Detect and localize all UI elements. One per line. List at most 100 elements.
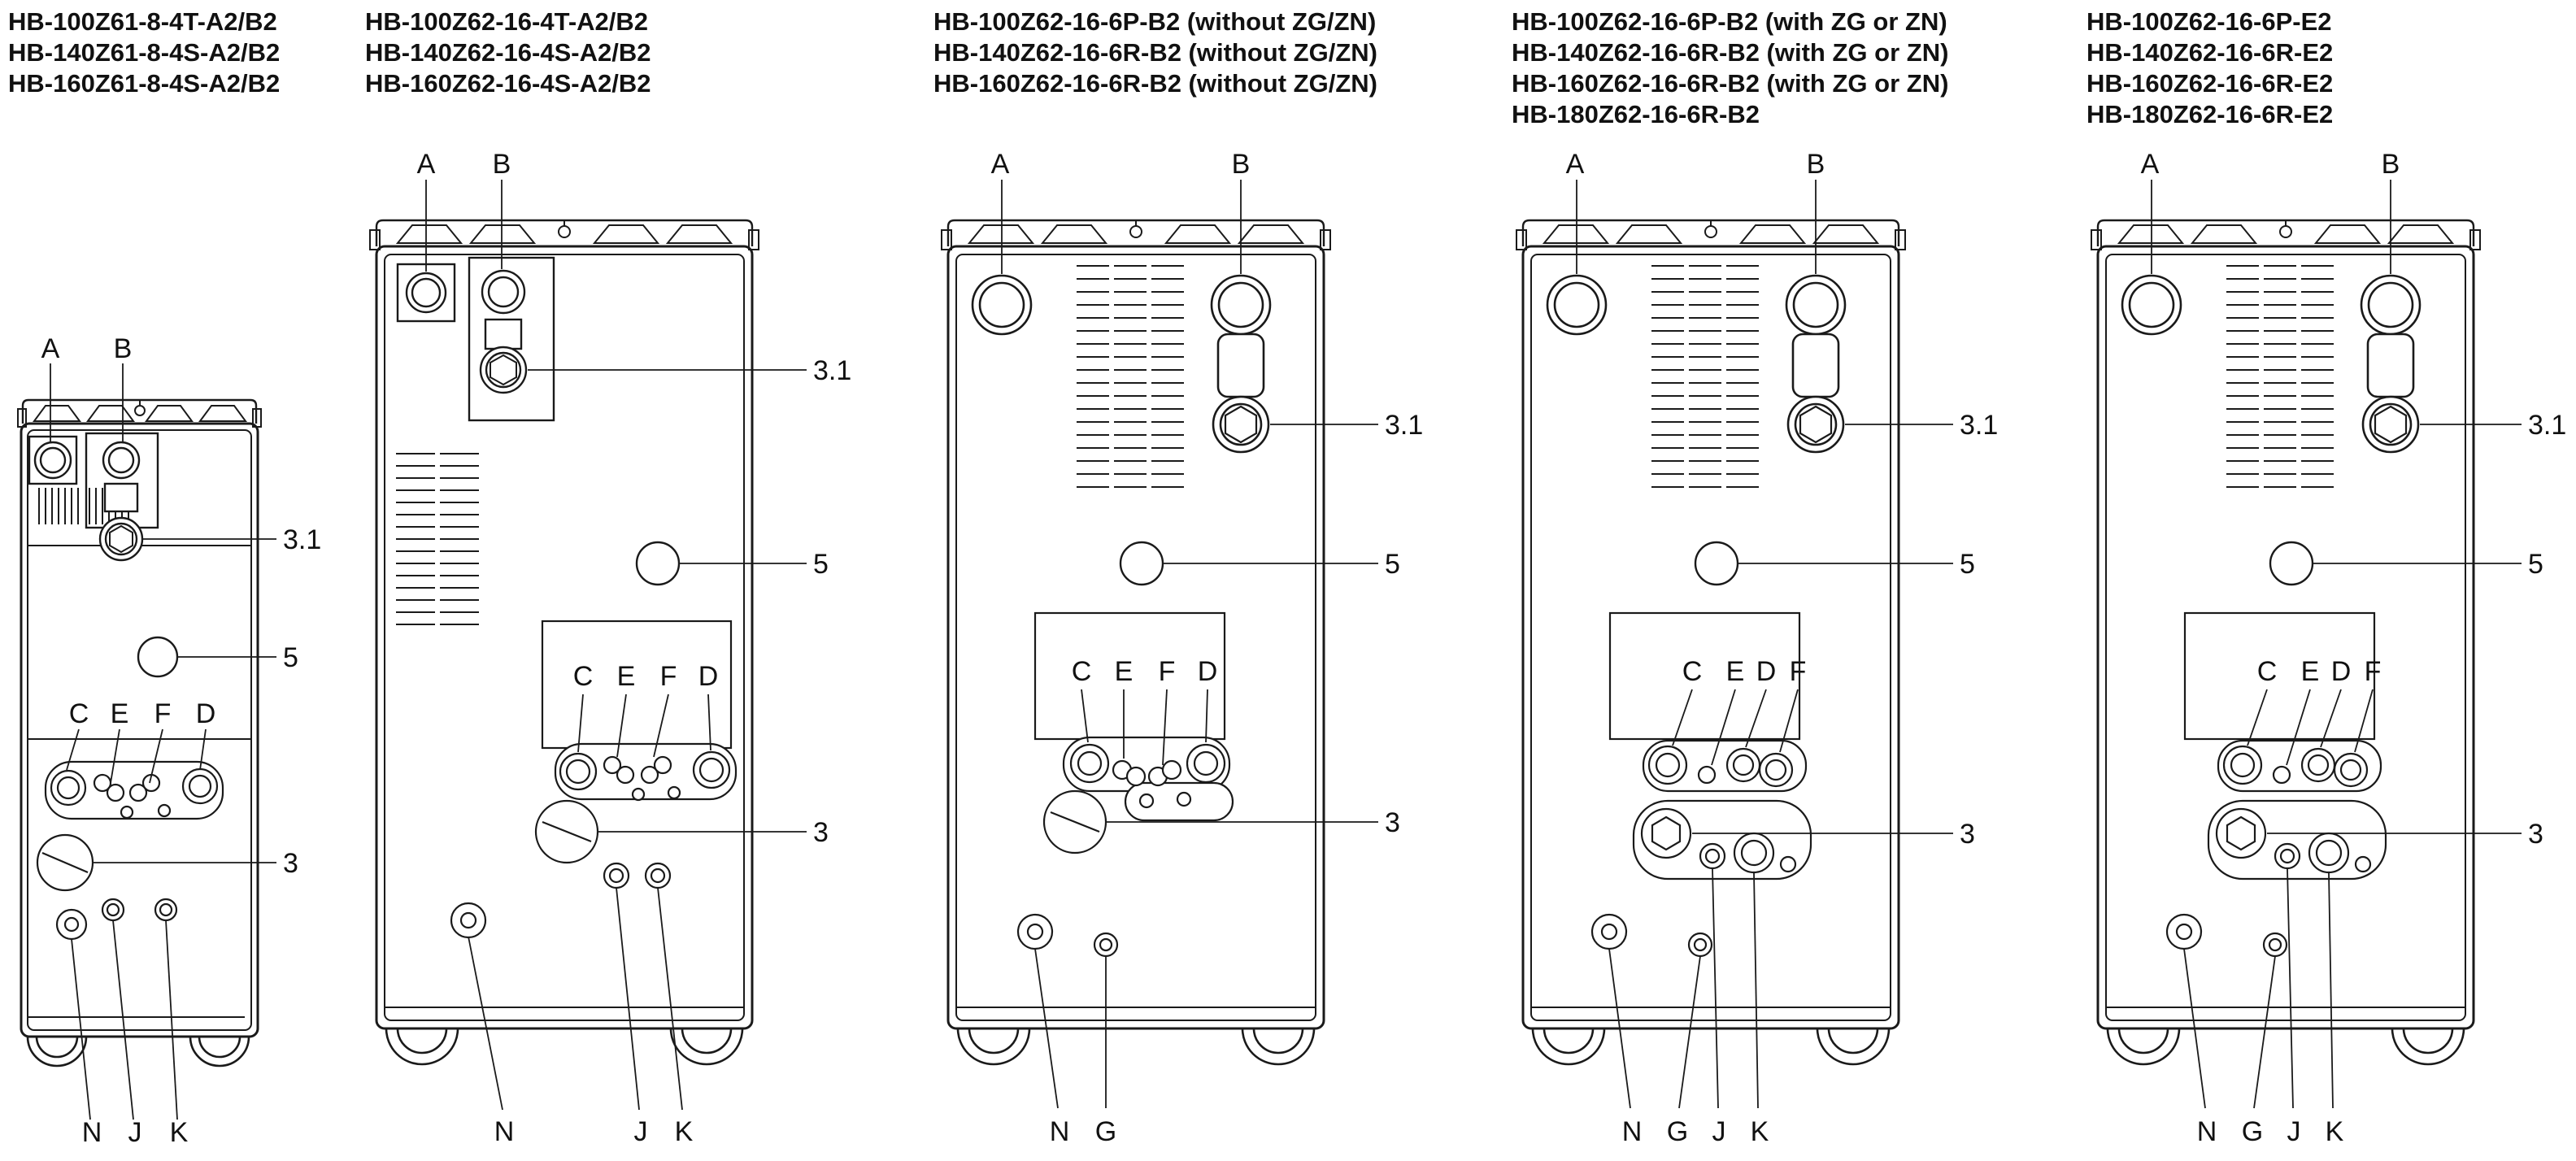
leader-lines	[1576, 180, 1953, 1109]
label-A: A	[991, 149, 1010, 180]
label-5: 5	[2528, 549, 2543, 580]
connector-a	[396, 263, 456, 323]
model-name: HB-100Z61-8-4T-A2/B2	[8, 7, 277, 36]
model-name: HB-140Z62-16-6R-B2 (with ZG or ZN)	[1512, 38, 1949, 67]
label-5: 5	[283, 642, 298, 673]
label-D: D	[698, 661, 719, 692]
model-name: HB-140Z62-16-6R-B2 (without ZG/ZN)	[933, 38, 1377, 67]
label-N: N	[1050, 1116, 1070, 1147]
label-B: B	[493, 149, 511, 180]
connector-cluster	[1632, 739, 1812, 881]
bolt-connector-3-1	[2361, 333, 2420, 454]
label-K: K	[1751, 1116, 1769, 1147]
label-E: E	[1726, 656, 1745, 687]
label-3: 3	[1385, 807, 1400, 838]
connector-cluster	[534, 742, 738, 889]
label-J: J	[2287, 1116, 2301, 1147]
label-J: J	[128, 1117, 142, 1148]
bolt-connector-3-1	[98, 482, 144, 562]
label-A: A	[2141, 149, 2160, 180]
label-E: E	[1115, 656, 1134, 687]
label-3-1: 3.1	[1385, 410, 1423, 441]
model-list-5: HB-100Z62-16-6P-E2 HB-140Z62-16-6R-E2 HB…	[2086, 7, 2333, 130]
label-N: N	[494, 1116, 515, 1147]
model-list-1: HB-100Z61-8-4T-A2/B2 HB-140Z61-8-4S-A2/B…	[8, 7, 280, 99]
callout-labels: A B 3.1 5 3 C E F D N J K	[417, 149, 852, 1147]
connector-a	[28, 435, 78, 485]
model-name: HB-100Z62-16-6P-E2	[2086, 7, 2332, 36]
opening-5	[137, 636, 179, 678]
label-K: K	[2326, 1116, 2344, 1147]
machine-body	[2090, 219, 2482, 1066]
label-D: D	[1198, 656, 1218, 687]
model-name: HB-160Z62-16-4S-A2/B2	[365, 69, 651, 98]
label-B: B	[2382, 149, 2400, 180]
label-F: F	[1790, 656, 1807, 687]
label-3-1: 3.1	[1960, 410, 1998, 441]
machine-diagram-3: A B 3.1 5 3 C E F D N G	[940, 149, 1424, 1147]
label-3: 3	[813, 817, 829, 848]
vent-grille	[2226, 265, 2334, 488]
vent-grille	[396, 453, 479, 625]
label-F: F	[1159, 656, 1176, 687]
connector-b	[468, 256, 555, 422]
opening-5	[1694, 541, 1739, 586]
connector-g	[2262, 932, 2288, 958]
model-list-3: HB-100Z62-16-6P-B2 (without ZG/ZN) HB-14…	[933, 7, 1377, 99]
model-name: HB-160Z62-16-6R-B2 (with ZG or ZN)	[1512, 69, 1949, 98]
label-J: J	[634, 1116, 648, 1147]
model-name: HB-100Z62-16-6P-B2 (without ZG/ZN)	[933, 7, 1377, 36]
label-C: C	[2257, 656, 2278, 687]
machine-body	[1515, 219, 1907, 1066]
connector-cluster	[36, 760, 224, 941]
label-3-1: 3.1	[813, 355, 851, 386]
machine-body	[940, 219, 1332, 1066]
opening-5	[635, 541, 681, 586]
callout-labels: A B 3.1 5 3 C E F D N G	[991, 149, 1424, 1147]
label-A: A	[41, 333, 60, 364]
label-5: 5	[1960, 549, 1975, 580]
leader-lines	[50, 363, 276, 1120]
label-B: B	[114, 333, 133, 364]
vent-grille	[1651, 265, 1760, 488]
model-name: HB-160Z61-8-4S-A2/B2	[8, 69, 281, 98]
leader-lines	[1001, 180, 1378, 1109]
label-3-1: 3.1	[2528, 410, 2566, 441]
label-G: G	[2242, 1116, 2263, 1147]
label-F: F	[2365, 656, 2382, 687]
machine-body	[368, 219, 760, 1066]
callout-labels: A B 3.1 5 3 C E F D N J K	[41, 333, 322, 1148]
model-name: HB-160Z62-16-6R-B2 (without ZG/ZN)	[933, 69, 1377, 98]
connector-n	[1016, 913, 1054, 950]
model-name: HB-180Z62-16-6R-B2	[1512, 100, 1760, 128]
label-N: N	[2197, 1116, 2217, 1147]
machine-diagram-2: A B 3.1 5 3 C E F D N J K	[368, 149, 852, 1147]
leader-lines	[425, 180, 807, 1111]
callout-labels: A B 3.1 5 3 C E D F N G J K	[1566, 149, 1999, 1147]
label-D: D	[2331, 656, 2352, 687]
model-name: HB-160Z62-16-6R-E2	[2086, 69, 2334, 98]
label-C: C	[1682, 656, 1703, 687]
label-N: N	[82, 1117, 102, 1148]
label-D: D	[1756, 656, 1777, 687]
label-3: 3	[2528, 819, 2543, 850]
label-K: K	[170, 1117, 189, 1148]
label-C: C	[1072, 656, 1092, 687]
model-name: HB-140Z62-16-4S-A2/B2	[365, 38, 651, 67]
label-E: E	[2301, 656, 2320, 687]
label-A: A	[417, 149, 436, 180]
label-F: F	[660, 661, 677, 692]
connector-n	[450, 902, 487, 939]
model-list-2: HB-100Z62-16-4T-A2/B2 HB-140Z62-16-4S-A2…	[365, 7, 651, 99]
label-G: G	[1095, 1116, 1116, 1147]
callout-labels: A B 3.1 5 3 C E D F N G J K	[2141, 149, 2567, 1147]
connector-g	[1093, 932, 1119, 958]
label-J: J	[1712, 1116, 1726, 1147]
vent-grille	[1076, 265, 1185, 488]
connector-n	[1590, 913, 1628, 950]
label-E: E	[617, 661, 636, 692]
opening-5	[2269, 541, 2314, 586]
label-5: 5	[813, 549, 829, 580]
label-E: E	[111, 698, 129, 729]
connector-g	[1687, 932, 1713, 958]
